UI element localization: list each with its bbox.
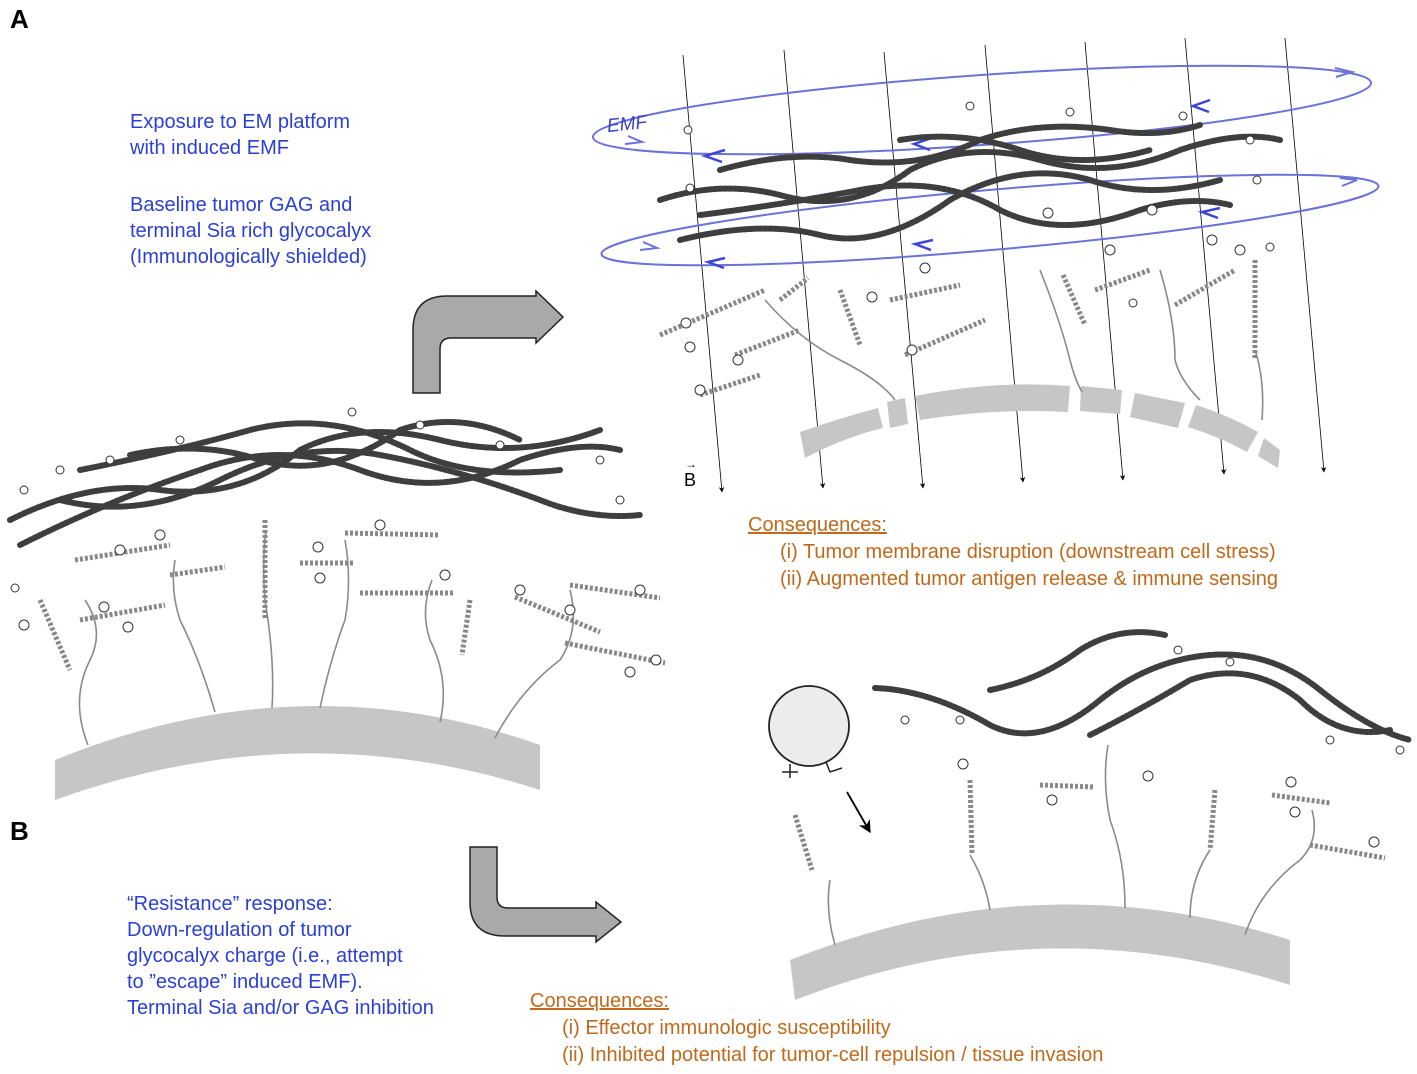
resistant-sia-antennae [792, 779, 1386, 871]
resistant-gag-chains [872, 629, 1413, 743]
exposed-sia-antennae [659, 260, 1258, 398]
panel-label-a: A [10, 4, 29, 34]
baseline-cell-membrane [55, 705, 540, 800]
resistant-charge-symbols [900, 645, 1405, 848]
consequences-b: Consequences: (i) Effector immunologic s… [530, 990, 1104, 1066]
baseline-sia-antennae [37, 520, 666, 671]
exposed-charge-symbols [680, 101, 1275, 396]
exposure-description: Exposure to EM platform with induced EMF [130, 111, 351, 159]
baseline-core-proteins [78, 529, 575, 746]
resistant-core-proteins [827, 744, 1316, 946]
consequences-a: Consequences: (i) Tumor membrane disrupt… [748, 514, 1279, 590]
emf-label: EMF [605, 111, 649, 138]
resistance-description: “Resistance” response: Down-regulation o… [127, 893, 434, 1019]
exposed-gag-chains [657, 122, 1283, 243]
baseline-description: Baseline tumor GAG and terminal Sia rich… [130, 194, 372, 268]
baseline-gag-chains [7, 419, 643, 548]
transition-arrow-a [412, 289, 565, 394]
disrupted-membrane [800, 384, 1280, 468]
baseline-charge-symbols [10, 407, 662, 678]
panel-label-b: B [10, 816, 29, 846]
resistant-cell-membrane [790, 904, 1290, 1000]
transition-arrow-b [469, 846, 623, 944]
immune-effector-cell [768, 685, 850, 778]
emf-loops [591, 64, 1380, 270]
b-field-label: B [684, 470, 696, 491]
immune-attack-arrow [846, 791, 871, 834]
